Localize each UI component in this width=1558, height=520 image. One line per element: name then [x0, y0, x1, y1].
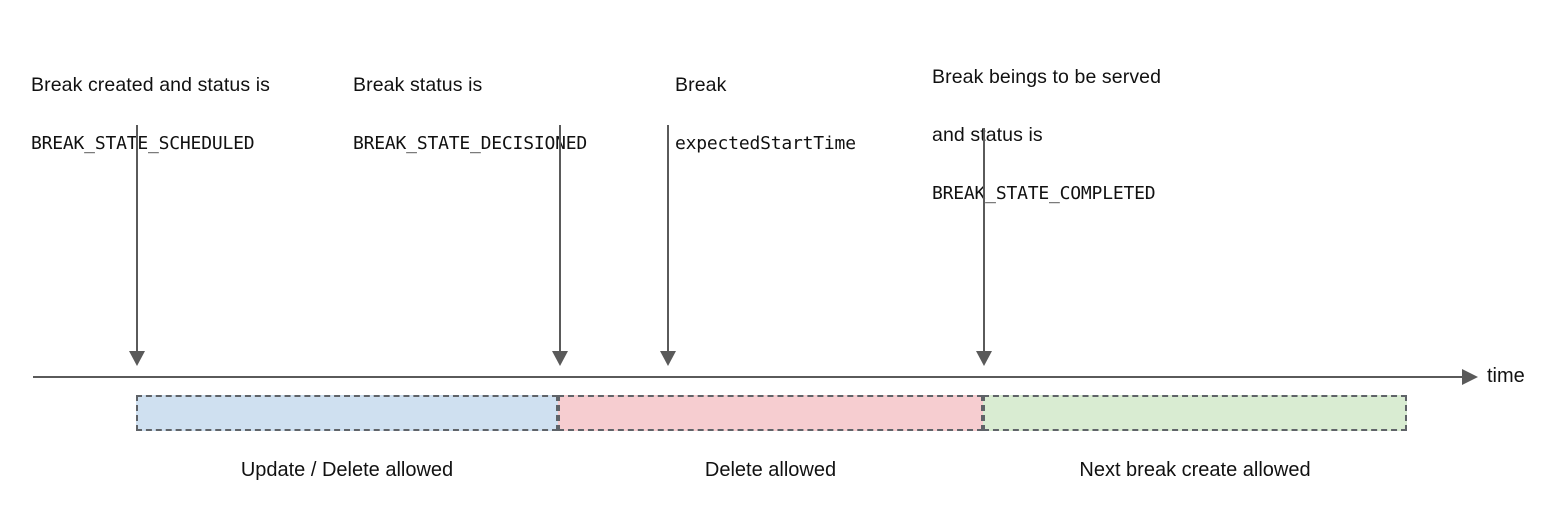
event-arrow-line-break-decisioned	[559, 125, 561, 353]
event-arrow-head-break-created	[129, 351, 145, 366]
event-arrow-head-break-decisioned	[552, 351, 568, 366]
event-label-line-1: Break created and status is	[31, 74, 270, 96]
event-label-line-2: and status is	[932, 124, 1043, 146]
event-label-break-expected-start: Break expectedStartTime	[675, 42, 925, 187]
event-arrow-line-break-completed	[983, 128, 985, 353]
phase-caption-scheduled: Update / Delete allowed	[240, 459, 454, 481]
time-axis-label: time	[1487, 365, 1525, 387]
arrow-right-icon	[1462, 369, 1478, 385]
event-label-line-1: Break beings to be served	[932, 66, 1162, 88]
event-label-line-1: Break	[675, 74, 727, 96]
phase-caption-decisioned: Delete allowed	[704, 459, 837, 481]
phase-bar-completed	[983, 395, 1407, 431]
event-label-line-2: expectedStartTime	[675, 133, 856, 154]
event-label-line-1: Break status is	[353, 74, 483, 96]
event-arrow-head-break-expected-start	[660, 351, 676, 366]
event-arrow-head-break-completed	[976, 351, 992, 366]
time-axis-line	[33, 376, 1470, 378]
event-label-line-2: BREAK_STATE_SCHEDULED	[31, 133, 255, 154]
event-arrow-line-break-expected-start	[667, 125, 669, 353]
event-label-break-created: Break created and status is BREAK_STATE_…	[31, 42, 361, 187]
event-label-line-3: BREAK_STATE_COMPLETED	[932, 183, 1156, 204]
phase-caption-completed: Next break create allowed	[1079, 459, 1311, 481]
event-label-break-decisioned: Break status is BREAK_STATE_DECISIONED	[353, 42, 663, 187]
phase-bar-scheduled	[136, 395, 558, 431]
phase-bar-decisioned	[558, 395, 983, 431]
event-label-break-completed: Break beings to be served and status is …	[932, 34, 1232, 237]
event-arrow-line-break-created	[136, 125, 138, 353]
event-label-line-2: BREAK_STATE_DECISIONED	[353, 133, 588, 154]
